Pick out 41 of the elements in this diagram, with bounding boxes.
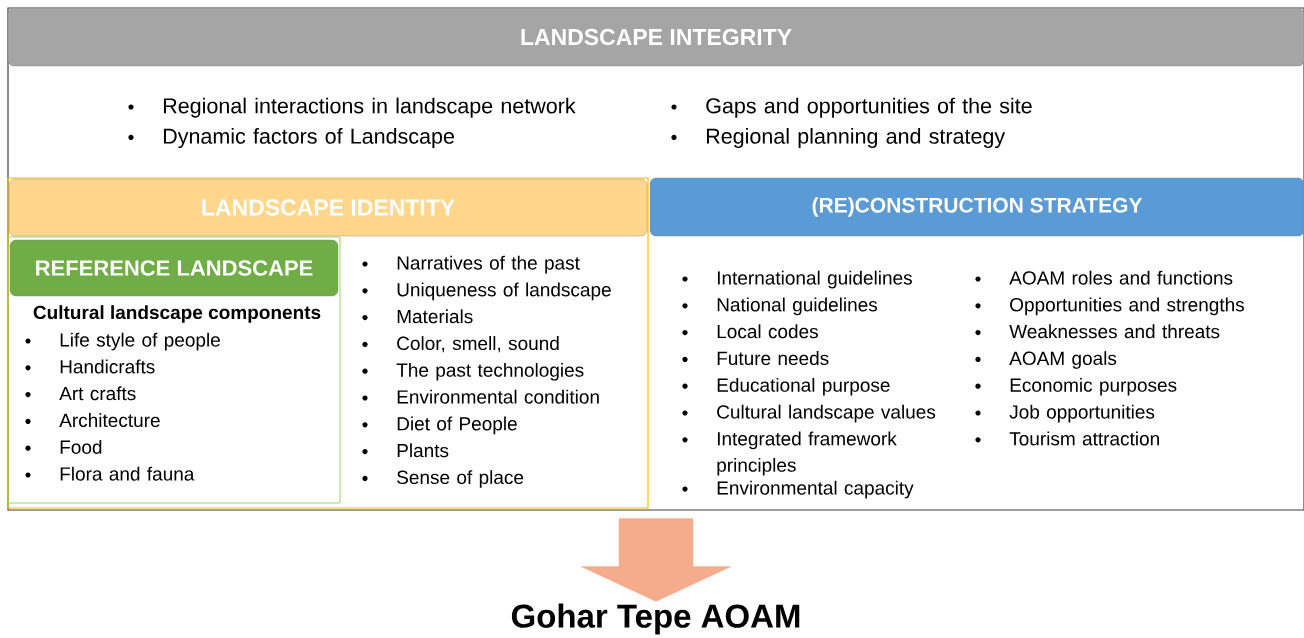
list-item: Sense of place — [362, 470, 524, 488]
list-item: Gaps and opportunities of the site — [671, 97, 1032, 118]
list-item: Weaknesses and threats — [975, 324, 1220, 339]
list-item: The past technologies — [362, 362, 584, 381]
header-bar: REFERENCE LANDSCAPE — [9, 239, 339, 297]
list-item: Environmental condition — [362, 389, 599, 404]
list-item: Plants — [362, 443, 449, 458]
list-item: Local codes — [682, 324, 818, 339]
header-bar: LANDSCAPE IDENTITY — [8, 178, 648, 237]
list-item: Dynamic factors of Landscape — [128, 128, 454, 149]
list-item: AOAM goals — [975, 351, 1117, 369]
list-item: Diet of People — [362, 416, 517, 435]
list-item: Economic purposes — [975, 377, 1177, 396]
list-item: Regional planning and strategy — [671, 128, 1006, 149]
header-bar: LANDSCAPE INTEGRITY — [7, 7, 1304, 67]
result-title: Gohar Tepe AOAM — [511, 603, 800, 635]
list-item: Job opportunities — [975, 404, 1155, 423]
list-item: National guidelines — [682, 297, 878, 316]
list-item: Educational purpose — [682, 377, 890, 396]
list-item: Life style of people — [25, 332, 220, 351]
list-item: Regional interactions in landscape network — [128, 97, 576, 118]
list-item: Uniqueness of landscape — [362, 282, 611, 301]
subheading: Cultural landscape components — [33, 305, 321, 323]
list-item: Tourism attraction — [975, 431, 1159, 446]
list-item: Environmental capacity — [682, 480, 914, 499]
list-item: Cultural landscape values — [682, 404, 936, 423]
list-item: Art crafts — [25, 386, 136, 401]
list-item: Architecture — [25, 413, 160, 428]
list-item: Food — [25, 439, 102, 454]
list-item: Materials — [362, 309, 473, 324]
list-item: Color, smell, sound — [362, 336, 559, 353]
list-item: Integrated framework principles — [682, 431, 897, 476]
list-item: Flora and fauna — [25, 466, 195, 481]
list-item: Handicrafts — [25, 359, 155, 374]
list-item: International guidelines — [682, 270, 912, 289]
header-bar: (RE)CONSTRUCTION STRATEGY — [649, 177, 1304, 237]
list-item: Opportunities and strengths — [975, 297, 1244, 316]
list-item: Narratives of the past — [362, 255, 580, 274]
block-arrow — [580, 518, 732, 602]
list-item: Future needs — [682, 351, 829, 366]
list-item: AOAM roles and functions — [975, 270, 1233, 285]
